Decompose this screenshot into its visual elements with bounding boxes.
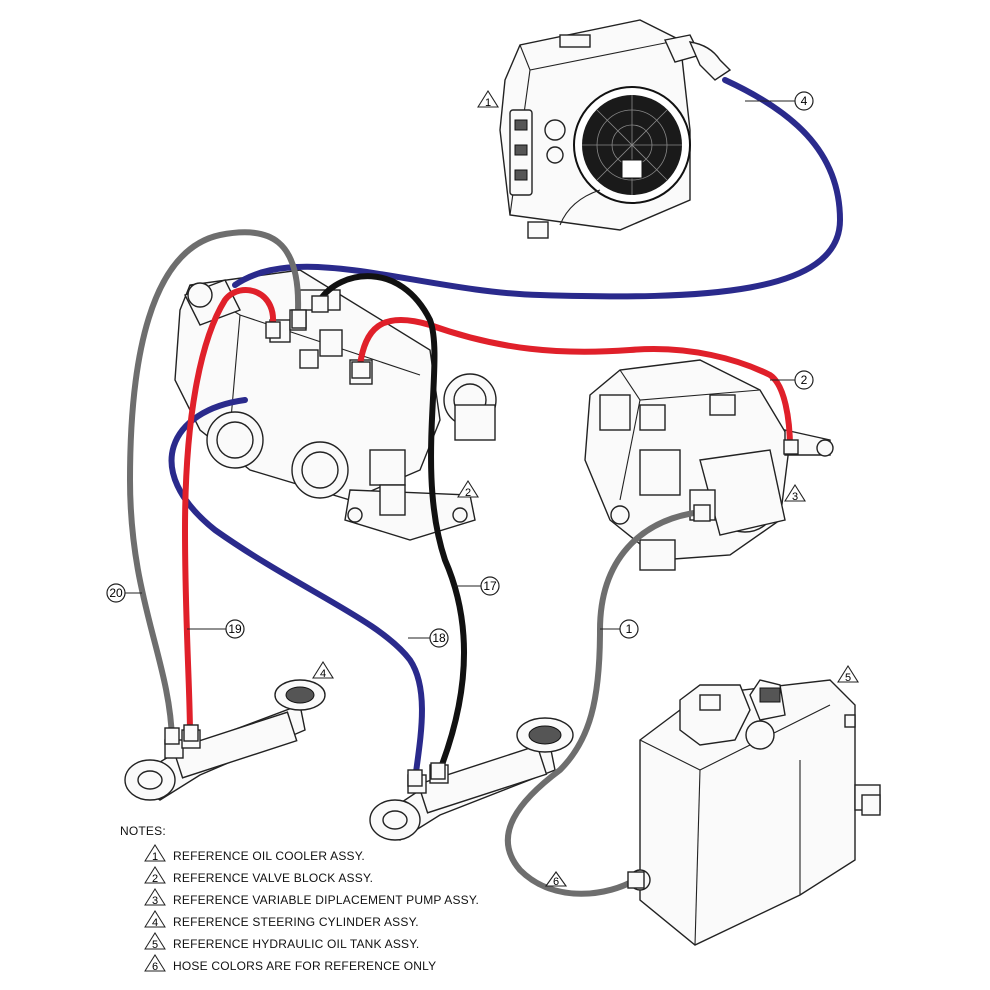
svg-text:4: 4	[320, 668, 326, 680]
svg-text:5: 5	[845, 672, 851, 684]
hose-17-black	[317, 273, 467, 778]
callout-hose-19: 19	[187, 619, 245, 639]
callout-hose-18: 18	[408, 628, 449, 648]
svg-text:5: 5	[152, 939, 158, 951]
note-item: 6 HOSE COLORS ARE FOR REFERENCE ONLY	[144, 954, 436, 973]
hoses	[126, 77, 844, 897]
svg-text:19: 19	[228, 622, 242, 636]
notes-section: NOTES: 1 REFERENCE OIL COOLER ASSY. 2 RE…	[120, 824, 479, 973]
callout-hose-20: 20	[106, 583, 142, 603]
note-item: 1 REFERENCE OIL COOLER ASSY.	[144, 844, 365, 863]
svg-text:REFERENCE VALVE BLOCK ASSY.: REFERENCE VALVE BLOCK ASSY.	[173, 871, 373, 885]
svg-text:REFERENCE VARIABLE DIPLACEMENT: REFERENCE VARIABLE DIPLACEMENT PUMP ASSY…	[173, 893, 479, 907]
triangle-oil-cooler: 1	[477, 89, 499, 109]
hose-4-blue	[232, 77, 844, 300]
svg-text:20: 20	[109, 586, 123, 600]
pump-assembly	[584, 359, 834, 571]
svg-text:6: 6	[553, 876, 559, 888]
triangle-pump: 3	[784, 483, 806, 503]
oil-cooler-assembly	[499, 19, 732, 239]
svg-text:2: 2	[465, 487, 471, 499]
callout-hose-4: 4	[745, 91, 814, 111]
notes-heading: NOTES:	[120, 824, 166, 838]
svg-text:6: 6	[152, 961, 158, 973]
svg-text:18: 18	[432, 631, 446, 645]
svg-text:3: 3	[152, 895, 158, 907]
hose-fittings	[164, 295, 799, 889]
svg-text:2: 2	[801, 373, 808, 387]
note-item: 5 REFERENCE HYDRAULIC OIL TANK ASSY.	[144, 932, 419, 951]
svg-text:1: 1	[152, 851, 158, 863]
hose-1-gray	[504, 509, 703, 897]
steering-cylinder-right	[369, 717, 574, 841]
svg-text:REFERENCE STEERING CYLINDER AS: REFERENCE STEERING CYLINDER ASSY.	[173, 915, 419, 929]
triangle-steering-cylinder: 4	[312, 660, 334, 680]
hose-20-gray	[126, 229, 302, 743]
hydraulic-oil-tank	[629, 679, 881, 946]
hose-18-blue	[168, 397, 425, 783]
triangle-oil-tank: 5	[837, 664, 859, 684]
callout-hose-17: 17	[455, 576, 500, 596]
note-item: 3 REFERENCE VARIABLE DIPLACEMENT PUMP AS…	[144, 888, 479, 907]
svg-text:REFERENCE HYDRAULIC OIL TANK A: REFERENCE HYDRAULIC OIL TANK ASSY.	[173, 937, 419, 951]
triangle-valve-block: 2	[457, 479, 479, 499]
hose-19-red	[181, 287, 277, 738]
callout-hose-6: 6	[544, 871, 568, 888]
note-item: 4 REFERENCE STEERING CYLINDER ASSY.	[144, 910, 419, 929]
svg-text:17: 17	[483, 579, 497, 593]
steering-cylinder-left	[124, 679, 326, 801]
callout-hose-1: 1	[600, 619, 639, 639]
note-item: 2 REFERENCE VALVE BLOCK ASSY.	[144, 866, 373, 885]
svg-text:REFERENCE OIL COOLER ASSY.: REFERENCE OIL COOLER ASSY.	[173, 849, 365, 863]
svg-text:3: 3	[792, 491, 798, 503]
svg-text:1: 1	[626, 622, 633, 636]
svg-text:2: 2	[152, 873, 158, 885]
svg-text:4: 4	[801, 94, 808, 108]
callout-hose-2: 2	[770, 370, 814, 390]
svg-text:4: 4	[152, 917, 158, 929]
svg-text:HOSE COLORS ARE FOR REFERENCE: HOSE COLORS ARE FOR REFERENCE ONLY	[173, 959, 436, 973]
svg-text:1: 1	[485, 97, 491, 109]
hose-2-red	[357, 317, 793, 451]
